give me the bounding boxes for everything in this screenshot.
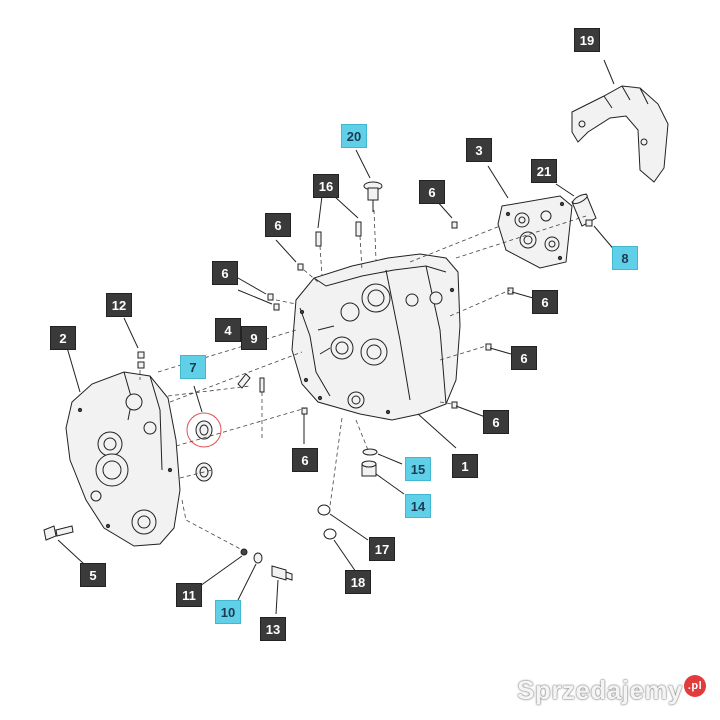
callout-13[interactable]: 13 (260, 617, 286, 641)
part-6-dowels (237, 199, 541, 444)
part-18-oring (323, 528, 357, 573)
callout-20[interactable]: 20 (341, 124, 367, 148)
watermark-text: Sprzedajemy (517, 675, 683, 705)
callout-6-g[interactable]: 6 (292, 448, 318, 472)
part-15-washer (362, 448, 403, 465)
callout-3[interactable]: 3 (466, 138, 492, 162)
callout-7[interactable]: 7 (180, 355, 206, 379)
part-9-pin (259, 377, 265, 393)
part-10-washer (237, 552, 263, 601)
callout-2[interactable]: 2 (50, 326, 76, 350)
callout-6-b[interactable]: 6 (265, 213, 291, 237)
callout-6-c[interactable]: 6 (212, 261, 238, 285)
part-21-shaft (555, 183, 597, 227)
callout-4[interactable]: 4 (215, 318, 241, 342)
callout-15[interactable]: 15 (405, 457, 431, 481)
part-4-pin (237, 373, 251, 389)
part-13-plug (271, 565, 293, 615)
callout-12[interactable]: 12 (106, 293, 132, 317)
callout-5[interactable]: 5 (80, 563, 106, 587)
part-11-washer (199, 548, 248, 587)
callout-14[interactable]: 14 (405, 494, 431, 518)
part-20-plug (355, 149, 383, 212)
callout-10[interactable]: 10 (215, 600, 241, 624)
callout-1[interactable]: 1 (452, 454, 478, 478)
part-17-oring (317, 504, 369, 541)
part-14-plug (361, 460, 405, 495)
callout-19[interactable]: 19 (574, 28, 600, 52)
callout-6-e[interactable]: 6 (511, 346, 537, 370)
part-5-bolt (43, 525, 85, 565)
part-12-screw (123, 317, 145, 369)
callout-6-d[interactable]: 6 (532, 290, 558, 314)
callout-6-f[interactable]: 6 (483, 410, 509, 434)
part-19-cover (571, 59, 669, 183)
callout-8[interactable]: 8 (612, 246, 638, 270)
part-3-cover-plate (487, 165, 573, 269)
part-7-highlight-ring (186, 412, 222, 448)
part-1-housing (291, 253, 461, 449)
watermark-badge: .pl (684, 675, 706, 697)
callout-6-a[interactable]: 6 (419, 180, 445, 204)
callout-11[interactable]: 11 (176, 583, 202, 607)
part-7-seals (186, 385, 222, 482)
assembly-guide-lines (139, 209, 587, 553)
callout-9[interactable]: 9 (241, 326, 267, 350)
callout-17[interactable]: 17 (369, 537, 395, 561)
part-16-dowel-pins (315, 195, 362, 247)
watermark-logo: Sprzedajemy.pl (517, 675, 706, 706)
part-2-front-cover (65, 343, 181, 547)
callout-18[interactable]: 18 (345, 570, 371, 594)
callout-16[interactable]: 16 (313, 174, 339, 198)
callout-21[interactable]: 21 (531, 159, 557, 183)
